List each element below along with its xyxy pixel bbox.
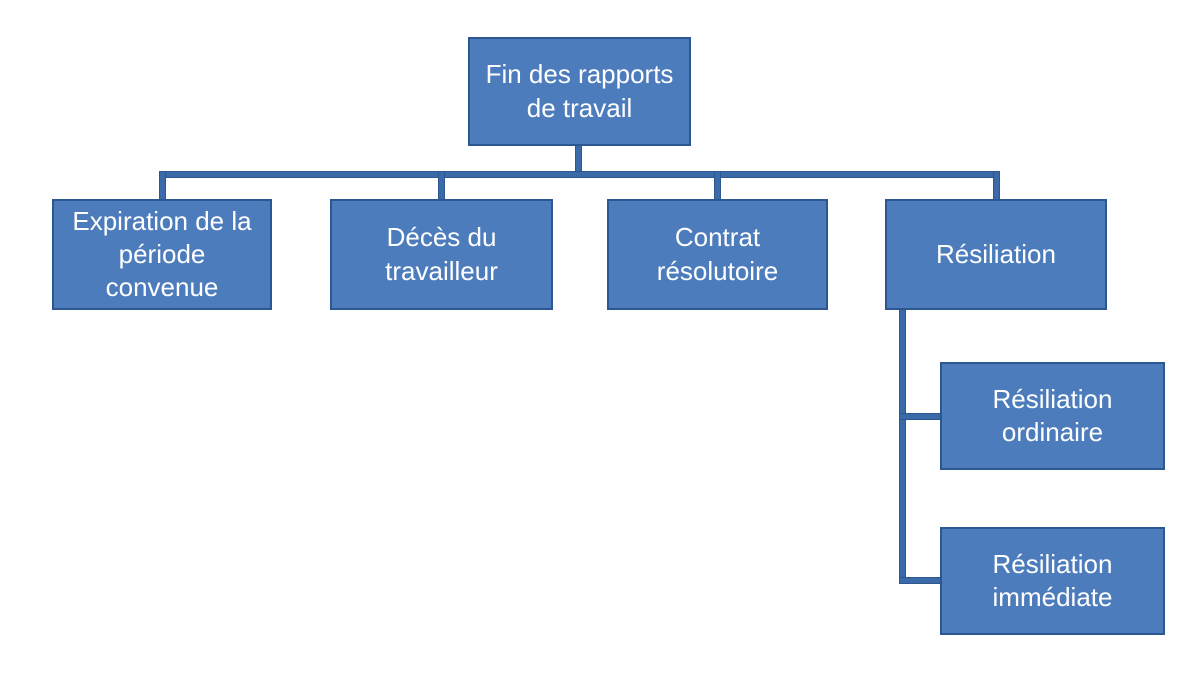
connector-subtree-vertical [899, 309, 906, 584]
connector-drop-expiration [159, 171, 166, 201]
connector-root-stub [575, 145, 582, 174]
connector-branch-immediate [899, 577, 941, 584]
node-fin-des-rapports: Fin des rapports de travail [468, 37, 691, 146]
connector-drop-resiliation [993, 171, 1000, 201]
node-resiliation-immediate: Résiliation immédiate [940, 527, 1165, 635]
node-deces-du-travailleur: Décès du travailleur [330, 199, 553, 310]
connector-branch-ordinaire [899, 413, 941, 420]
connector-drop-contrat [714, 171, 721, 201]
node-contrat-resolutoire: Contrat résolutoire [607, 199, 828, 310]
node-expiration-periode-convenue: Expiration de la période convenue [52, 199, 272, 310]
node-resiliation: Résiliation [885, 199, 1107, 310]
connector-drop-deces [438, 171, 445, 201]
node-resiliation-ordinaire: Résiliation ordinaire [940, 362, 1165, 470]
connector-horizontal-bus [159, 171, 1000, 178]
